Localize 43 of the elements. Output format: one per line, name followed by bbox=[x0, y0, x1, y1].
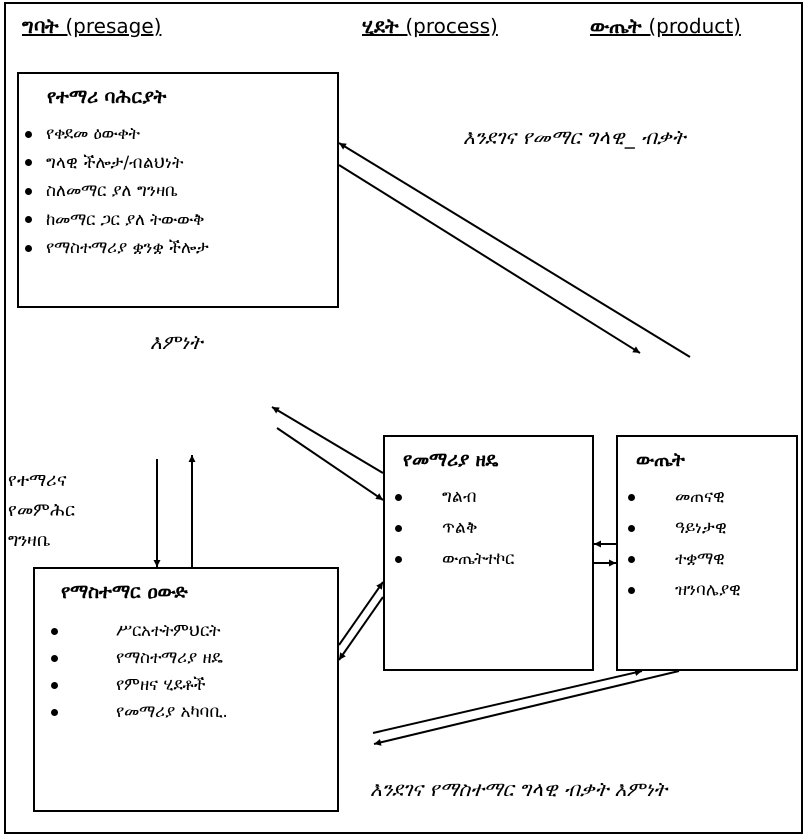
text-box bbox=[383, 435, 594, 671]
bullet-item: ዓይነታዊ bbox=[628, 518, 727, 538]
arrow bbox=[372, 669, 642, 734]
arrow bbox=[594, 540, 616, 548]
arrow bbox=[338, 142, 691, 358]
arrow bbox=[338, 581, 384, 646]
arrow-caption: እምነት bbox=[150, 330, 202, 354]
bullet-item: ዝንባሌያዊ bbox=[628, 580, 741, 600]
text-box bbox=[33, 567, 339, 812]
bullet-item: ውጤትተኮር bbox=[395, 549, 514, 569]
bullet-item: ሥርአተትምህርት bbox=[51, 621, 220, 641]
text-box bbox=[616, 435, 798, 671]
column-heading: ውጤት (product) bbox=[590, 14, 741, 38]
arrow bbox=[271, 406, 384, 474]
arrow-caption: እንደገና የመማር ግላዊ_ ብቃት bbox=[463, 125, 686, 149]
arrow-caption: የተማሪና የመምሕር ግንዛቤ bbox=[8, 469, 76, 553]
box-heading: የማስተማር ዐውድ bbox=[61, 581, 188, 603]
column-heading: ሂደት (process) bbox=[362, 14, 498, 38]
arrow bbox=[276, 427, 384, 501]
bullet-item: የቀደመ ዕውቀት bbox=[25, 124, 140, 144]
bullet-item: መጠናዊ bbox=[628, 487, 725, 507]
bullet-item: የመማሪያ አካባቢ. bbox=[51, 702, 228, 722]
bullet-item: የማስተማሪያ ቋንቋ ችሎታ bbox=[25, 238, 209, 258]
arrow bbox=[154, 459, 160, 567]
arrow-caption: እንደገና የማስተማር ግላዊ ብቃት እምነት bbox=[370, 777, 666, 801]
arrow bbox=[338, 596, 384, 661]
bullet-item: የማስተማሪያ ዘዴ bbox=[51, 648, 222, 668]
box-heading: የተማሪ ባሕርያት bbox=[47, 86, 167, 108]
box-heading: ውጤት bbox=[636, 449, 685, 471]
arrow bbox=[594, 560, 616, 566]
bullet-item: ግልብ bbox=[395, 487, 477, 507]
arrow bbox=[188, 455, 196, 567]
bullet-item: የምዘና ሂደቶች bbox=[51, 675, 206, 695]
bullet-item: ከመማር ጋር ያለ ትውውቅ bbox=[25, 210, 204, 230]
bullet-item: ግላዊ ችሎታ/ብልህነት bbox=[25, 152, 184, 172]
bullet-item: ጥልቅ bbox=[395, 518, 477, 538]
bullet-item: ስለመማር ያለ ግንዛቤ bbox=[25, 181, 178, 201]
arrow bbox=[374, 670, 680, 746]
box-heading: የመማሪያ ዘዴ bbox=[403, 449, 499, 471]
arrow bbox=[338, 164, 641, 354]
text-box bbox=[17, 72, 339, 308]
bullet-item: ተቋማዊ bbox=[628, 549, 725, 569]
column-heading: ግባት (presage) bbox=[22, 14, 162, 38]
